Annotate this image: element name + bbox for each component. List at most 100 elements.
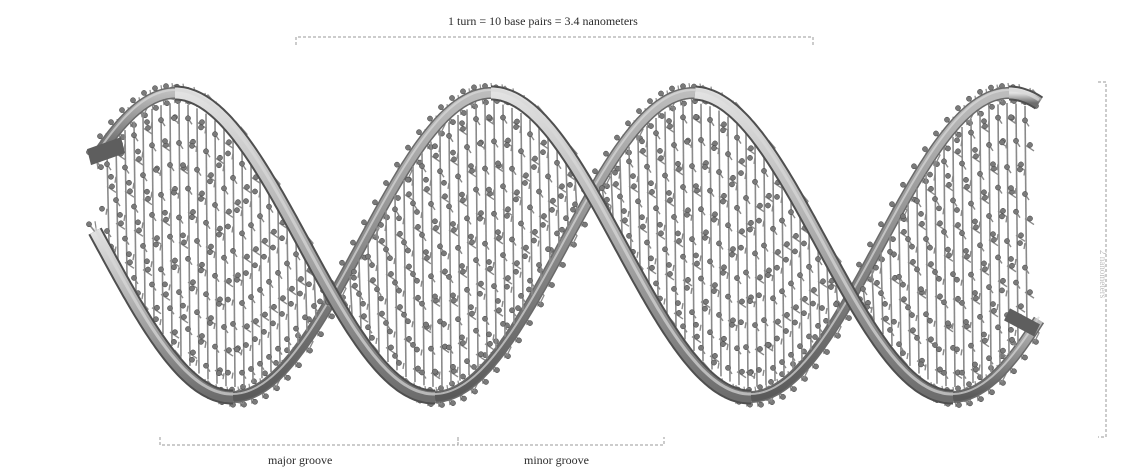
base-atom [675,231,680,236]
base-ring-bond [709,309,710,315]
base-pair [261,192,278,372]
backbone-atom [494,367,499,372]
base-ring-bond [214,252,215,258]
base-atom [230,175,235,180]
base-pair-bond [872,269,874,321]
base-ring-bond [952,250,953,256]
backbone-atom [768,379,773,384]
backbone-atom [471,364,476,369]
base-atom [397,304,402,309]
base-atom [162,138,167,143]
base-atom [145,196,150,201]
backbone-atom [252,399,257,404]
base-pair [954,127,971,386]
backbone-atom [141,90,146,95]
base-atom [477,216,482,221]
base-atom [959,231,964,236]
base-pair [666,107,683,327]
base-atom [995,115,1000,120]
base-atom [135,149,140,154]
base-pair [621,147,638,251]
base-atom [793,233,798,238]
backbone-atom [372,200,377,205]
base-atom [1018,162,1023,167]
base-atom [910,328,915,333]
base-atom [244,184,249,189]
backbone-atom [669,86,674,91]
base-atom [712,353,717,358]
base-atom [640,224,645,229]
backbone-atom [450,120,455,125]
base-ring-bond [394,331,395,337]
base-ring-bond [736,325,737,331]
base-ring-bond [1006,216,1007,222]
base-atom [765,273,770,278]
base-atom [936,276,941,281]
base-atom [905,236,910,241]
base-ring-bond [439,146,440,152]
base-atom [806,264,811,269]
base-atom [680,184,685,189]
base-atom [383,320,388,325]
base-atom [819,305,824,310]
base-ring-bond [727,130,728,136]
base-atom [144,119,149,124]
base-atom [982,124,987,129]
base-atom [549,207,554,212]
base-atom [743,195,748,200]
base-pair [162,103,179,346]
base-atom [729,252,734,257]
backbone-atom [263,394,268,399]
base-ring-bond [115,177,116,183]
base-atom [207,179,212,184]
base-atom [491,211,496,216]
base-ring-bond [547,152,548,158]
base-pair [378,210,395,362]
base-atom [977,243,982,248]
base-atom [707,330,712,335]
base-atom [954,277,959,282]
base-ring-bond [232,300,233,306]
base-atom [127,189,132,194]
backbone-atom [956,402,961,407]
base-ring-bond [718,148,719,154]
base-ring-bond [952,176,953,182]
base-ring-bond [457,153,458,159]
base-atom [891,319,896,324]
base-ring-bond [727,344,728,350]
base-atom [230,248,235,253]
base-atom [432,369,437,374]
base-atom [972,362,977,367]
base-ring-bond [682,164,683,170]
base-ring-bond [502,232,503,238]
base-atom [995,325,1000,330]
base-atom [685,277,690,282]
base-ring-bond [925,214,926,220]
backbone-atom [659,113,664,118]
base-ring-bond [817,304,818,310]
base-atom [369,335,374,340]
backbone-atom [438,386,443,391]
base-ring-bond [142,293,143,299]
base-ring-bond [493,190,494,196]
base-ring-bond [178,193,179,199]
base-atom [684,285,689,290]
base-ring-bond [511,216,512,222]
base-atom [982,338,987,343]
base-atom [684,139,689,144]
backbone-atom [164,101,169,106]
base-ring-bond [475,307,476,313]
base-ring-bond [700,186,701,192]
base-atom [667,198,672,203]
base-ring-bond [421,212,422,218]
base-atom [198,339,203,344]
base-ring-bond [718,291,719,297]
base-ring-bond [988,121,989,127]
base-atom [464,144,469,149]
base-pair [279,223,296,354]
base-atom [954,347,959,352]
base-atom [617,194,622,199]
base-ring-bond [304,294,305,300]
base-atom [721,265,726,270]
base-atom [909,312,914,317]
